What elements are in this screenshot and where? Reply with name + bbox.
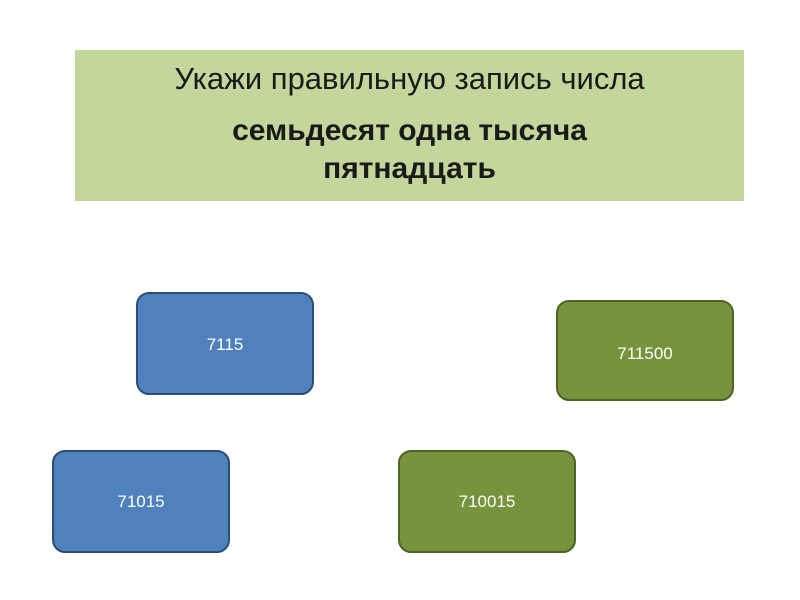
number-words-line-1: семьдесят одна тысяча (232, 114, 587, 147)
question-banner: Укажи правильную запись числа семьдесят … (75, 50, 744, 201)
number-in-words: семьдесят одна тысяча пятнадцать (75, 112, 744, 188)
answer-option-7115[interactable]: 7115 (136, 292, 314, 395)
answer-label: 7115 (206, 335, 244, 354)
answer-option-710015[interactable]: 710015 (398, 450, 576, 553)
answer-label: 710015 (458, 492, 516, 511)
answer-option-711500[interactable]: 711500 (556, 300, 734, 401)
question-prompt: Укажи правильную запись числа (174, 61, 645, 96)
answer-label: 711500 (617, 344, 673, 363)
answer-option-71015[interactable]: 71015 (52, 450, 230, 553)
answer-label: 71015 (117, 492, 165, 511)
number-words-line-2: пятнадцать (323, 152, 496, 185)
